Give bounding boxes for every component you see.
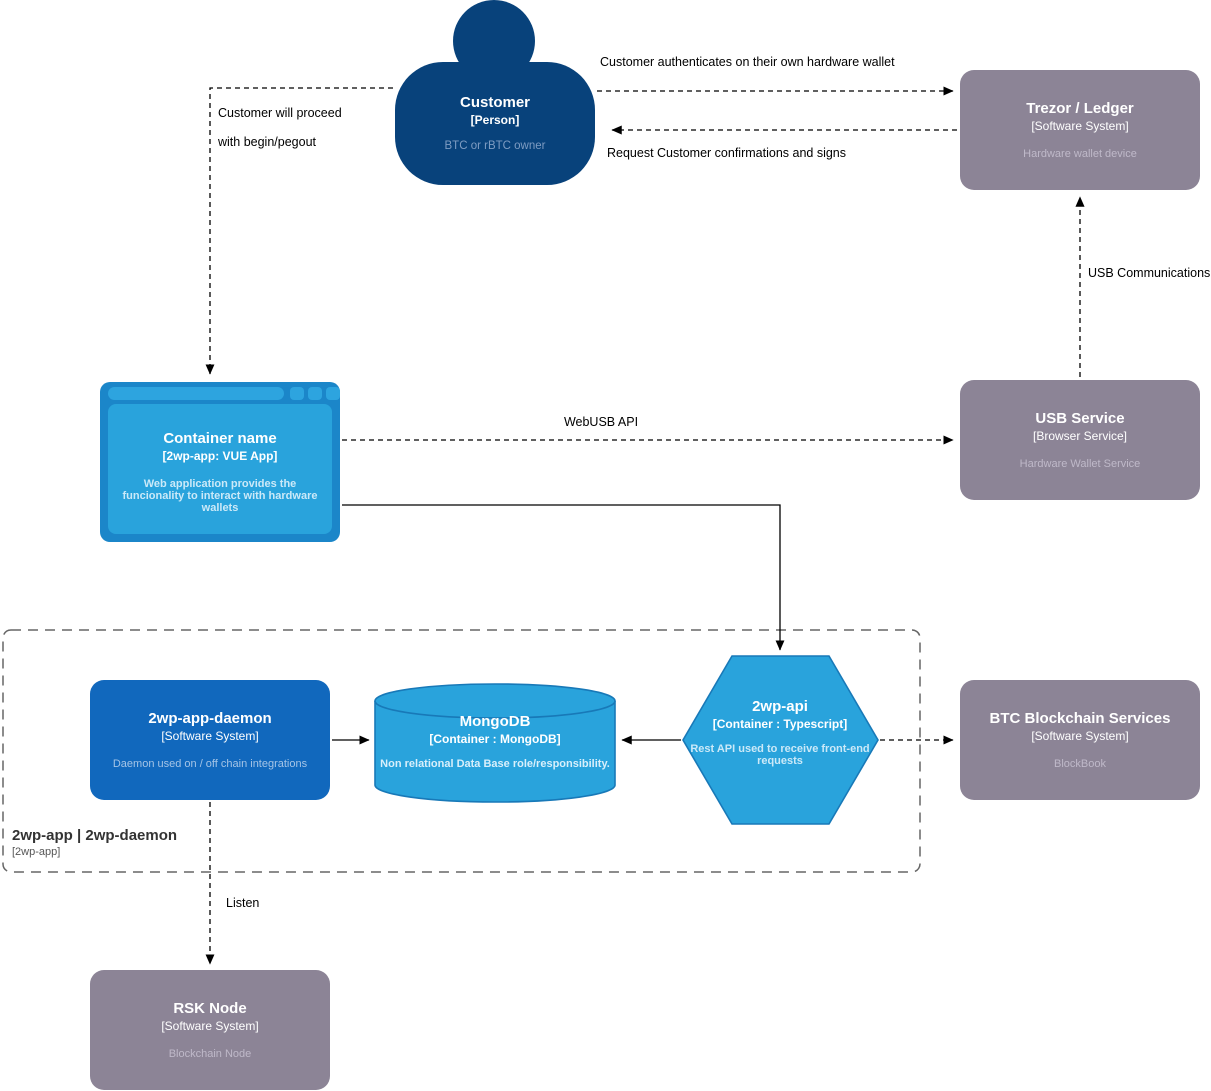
boundary-2wp-app[interactable] — [2, 629, 921, 873]
daemon-node[interactable]: 2wp-app-daemon [Software System] Daemon … — [90, 680, 330, 800]
browser-button-icon — [326, 387, 340, 400]
node-description: BTC or rBTC owner — [444, 140, 546, 153]
edge-container-to-api — [342, 504, 785, 651]
node-title: RSK Node — [173, 999, 247, 1017]
node-description: BlockBook — [1054, 758, 1106, 771]
btc-node[interactable]: BTC Blockchain Services [Software System… — [960, 680, 1200, 800]
browser-button-icon — [290, 387, 304, 400]
node-title: BTC Blockchain Services — [989, 709, 1171, 727]
trezor-node[interactable]: Trezor / Ledger [Software System] Hardwa… — [960, 70, 1200, 190]
node-subtitle: [Software System] — [161, 728, 259, 743]
node-subtitle: [Software System] — [1031, 728, 1129, 743]
browser-address-bar — [108, 387, 284, 400]
node-title: 2wp-app-daemon — [148, 709, 272, 727]
api-node[interactable] — [682, 655, 879, 825]
rsk-node[interactable]: RSK Node [Software System] Blockchain No… — [90, 970, 330, 1090]
browser-content: Container name [2wp-app: VUE App] Web ap… — [108, 404, 332, 534]
node-title: USB Service — [1035, 409, 1125, 427]
edge-label-usb-communications: USB Communications — [1088, 266, 1211, 280]
edge-label-webusb: WebUSB API — [563, 415, 639, 429]
browser-button-icon — [308, 387, 322, 400]
node-subtitle: [Person] — [470, 112, 520, 127]
node-title: Container name — [163, 430, 277, 447]
edge-label-confirmations: Request Customer confirmations and signs — [607, 146, 847, 160]
node-title: Trezor / Ledger — [1026, 99, 1134, 117]
node-subtitle: [2wp-app: VUE App] — [162, 448, 278, 463]
customer-node[interactable]: Customer [Person] BTC or rBTC owner — [395, 62, 595, 185]
container-node[interactable]: Container name [2wp-app: VUE App] Web ap… — [100, 382, 340, 542]
node-description: Hardware Wallet Service — [1019, 458, 1141, 471]
node-description: Daemon used on / off chain integrations — [112, 758, 308, 771]
node-subtitle: [Software System] — [161, 1018, 259, 1033]
node-description: Web application provides the funcionalit… — [122, 478, 318, 515]
edge-label-proceed-1: Customer will proceed — [218, 106, 342, 120]
boundary-subtitle: [2wp-app] — [12, 846, 61, 858]
mongodb-node[interactable] — [374, 683, 616, 803]
edge-label-proceed-2: with begin/pegout — [218, 135, 316, 149]
node-subtitle: [Browser Service] — [1032, 428, 1128, 443]
node-title: Customer — [459, 94, 530, 111]
node-subtitle: [Software System] — [1031, 118, 1129, 133]
usb-service-node[interactable]: USB Service [Browser Service] Hardware W… — [960, 380, 1200, 500]
edge-customer-proceed — [205, 87, 393, 375]
node-description: Blockchain Node — [168, 1048, 252, 1061]
node-description: Hardware wallet device — [1023, 148, 1137, 161]
boundary-title: 2wp-app | 2wp-daemon — [12, 827, 178, 844]
edge-label-listen: Listen — [226, 896, 260, 910]
edge-label-authenticates: Customer authenticates on their own hard… — [600, 55, 895, 69]
